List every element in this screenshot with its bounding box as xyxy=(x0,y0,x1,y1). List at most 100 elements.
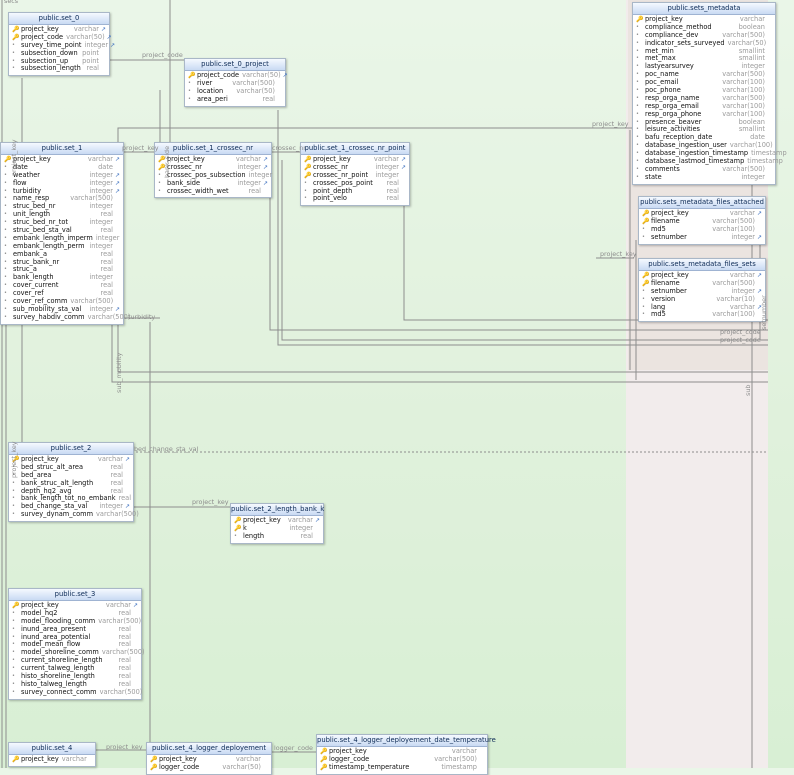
relation-link-icon[interactable]: ↗ xyxy=(282,72,288,79)
relation-link-icon[interactable]: ↗ xyxy=(400,156,406,163)
table-title[interactable]: public.set_3 xyxy=(9,589,141,601)
relation-link-icon[interactable]: ↗ xyxy=(114,179,120,187)
relation-link-icon[interactable]: ↗ xyxy=(114,156,120,163)
relation-link-icon[interactable]: ↗ xyxy=(314,517,320,524)
table-title[interactable]: public.set_2_length_bank_k xyxy=(231,504,324,516)
table-title[interactable]: public.sets_metadata_files_sets xyxy=(639,259,765,271)
relation-link-icon[interactable]: ↗ xyxy=(124,456,130,463)
relation-link-icon[interactable]: ↗ xyxy=(756,303,762,311)
relation-link-icon[interactable]: ↗ xyxy=(262,179,268,187)
table-title[interactable]: public.set_4_logger_deployement xyxy=(147,743,271,755)
table-title[interactable]: public.set_4 xyxy=(9,743,95,755)
table-title[interactable]: public.sets_metadata_files_attached xyxy=(639,197,765,209)
relation-link-icon[interactable]: ↗ xyxy=(756,287,762,295)
relation-link-icon[interactable]: ↗ xyxy=(756,272,762,279)
relation-link-icon[interactable]: ↗ xyxy=(114,171,120,179)
relation-link-icon[interactable]: ↗ xyxy=(110,41,116,49)
table-title[interactable]: public.set_2 xyxy=(9,443,133,455)
table-title[interactable]: public.set_1 xyxy=(1,143,123,155)
relation-link-icon[interactable]: ↗ xyxy=(114,187,120,195)
table-title[interactable]: public.set_1_crossec_nr xyxy=(155,143,271,155)
table-title[interactable]: public.set_0 xyxy=(9,13,109,25)
relation-link-icon[interactable]: ↗ xyxy=(100,26,106,33)
